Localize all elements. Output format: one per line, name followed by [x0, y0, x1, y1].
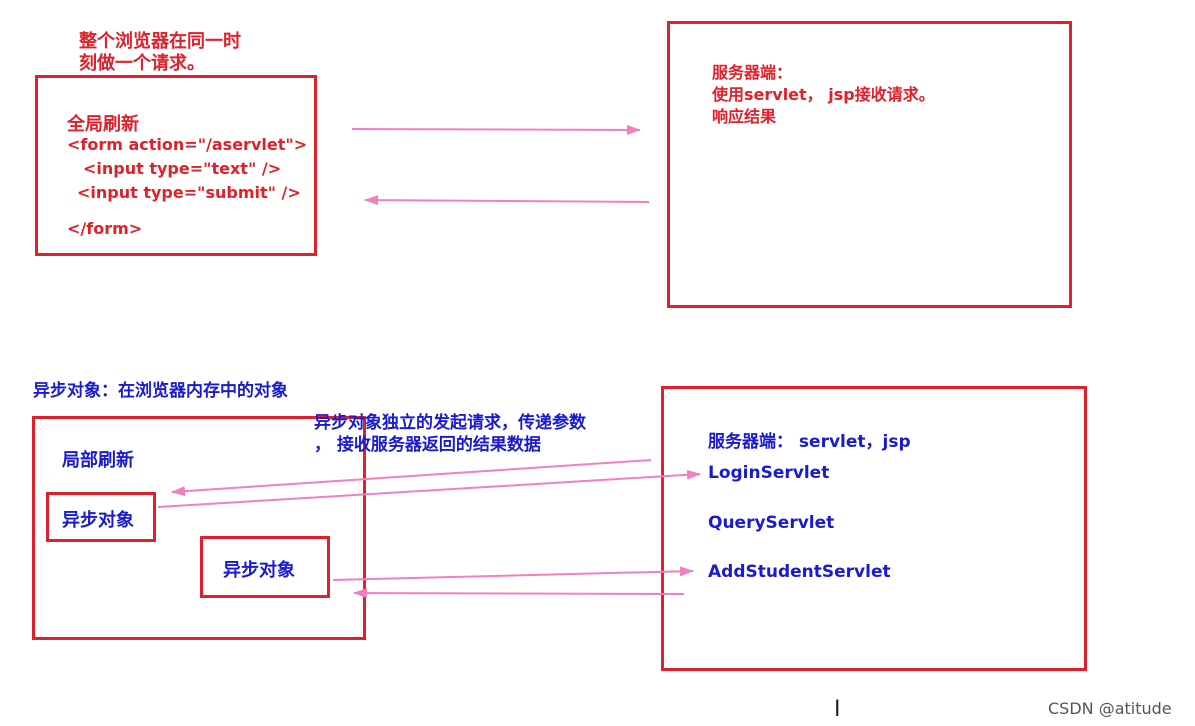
top-request-arrow: [351, 124, 641, 135]
top-server-line1: 服务器端：: [712, 63, 793, 82]
async-annotation-line2: ， 接收服务器返回的结果数据: [314, 435, 541, 455]
async-annotation: 异步对象独立的发起请求，传递参数 ， 接收服务器返回的结果数据: [314, 412, 586, 456]
input-text-tag: <input type="text" />: [83, 159, 282, 178]
bottom-server-title: 服务器端： servlet，jsp: [708, 432, 911, 452]
async2-request-arrow: [332, 566, 694, 581]
text-cursor-icon: I: [834, 697, 841, 722]
partial-refresh-title: 局部刷新: [62, 450, 134, 471]
async-heading: 异步对象：在浏览器内存中的对象: [33, 381, 288, 401]
async1-request-arrow: [157, 469, 701, 508]
watermark: CSDN @atitude: [1048, 699, 1172, 718]
top-note: 整个浏览器在同一时 刻做一个请求。: [79, 31, 241, 75]
top-note-line2: 刻做一个请求。: [79, 53, 205, 74]
query-servlet-label: QueryServlet: [708, 513, 835, 533]
async2-response-arrow: [353, 588, 685, 599]
top-note-line1: 整个浏览器在同一时: [79, 31, 241, 52]
async1-response-arrow: [171, 459, 652, 497]
login-servlet-label: LoginServlet: [708, 463, 830, 483]
async-annotation-line1: 异步对象独立的发起请求，传递参数: [314, 413, 586, 433]
async-object-1-box: [46, 492, 156, 542]
bottom-server-box: [661, 386, 1087, 671]
add-student-servlet-label: AddStudentServlet: [708, 562, 891, 582]
top-response-arrow: [364, 195, 650, 206]
form-open-tag: <form action="/aservlet">: [67, 135, 308, 154]
form-close-tag: </form>: [67, 219, 143, 238]
async-object-1-label: 异步对象: [62, 510, 134, 531]
top-server-line3: 响应结果: [712, 107, 777, 126]
top-server-line2: 使用servlet， jsp接收请求。: [712, 85, 935, 104]
partial-refresh-box: [32, 416, 366, 640]
global-refresh-box: [35, 75, 317, 256]
input-submit-tag: <input type="submit" />: [77, 183, 301, 202]
async-object-2-box: [200, 536, 330, 598]
async-object-2-label: 异步对象: [223, 560, 295, 581]
global-refresh-title: 全局刷新: [67, 114, 139, 135]
top-server-text: 服务器端： 使用servlet， jsp接收请求。 响应结果: [712, 62, 935, 128]
top-server-box: [667, 21, 1072, 308]
